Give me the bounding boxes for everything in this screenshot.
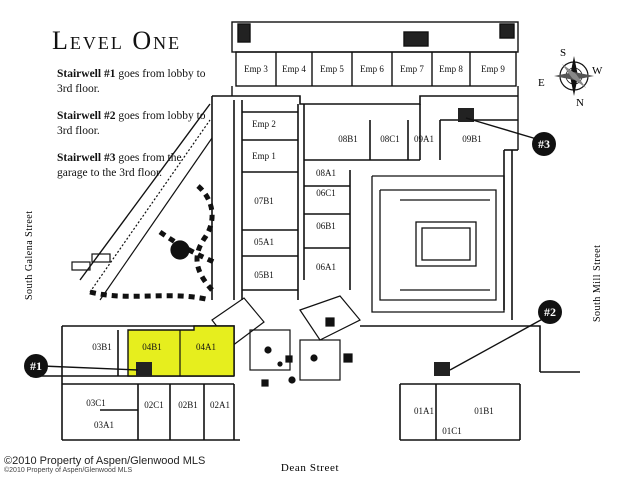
unit-u04a1: 04A1: [196, 342, 216, 352]
note-3-text: goes from the garage to the 3rd floor.: [57, 152, 182, 179]
unit-u02b1: 02B1: [178, 400, 198, 410]
unit-top-1: Emp 4: [282, 64, 306, 74]
unit-u08c1: 08C1: [380, 134, 400, 144]
copyright-small: ©2010 Property of Aspen/Glenwood MLS: [4, 467, 133, 474]
stairwell-2-label: #2: [544, 305, 556, 319]
note-stairwell-2: Stairwell #2 goes from lobby to 3rd floo…: [57, 109, 207, 139]
unit-top-0: Emp 3: [244, 64, 268, 74]
stairwell-1-symbol: [136, 362, 152, 376]
unit-u03b1: 03B1: [92, 342, 112, 352]
unit-u02c1: 02C1: [144, 400, 164, 410]
unit-u06a1: 06A1: [316, 262, 336, 272]
unit-u06c1: 06C1: [316, 188, 336, 198]
unit-u04b1: 04B1: [142, 342, 162, 352]
unit-top-6: Emp 9: [481, 64, 505, 74]
unit-u05a1: 05A1: [254, 237, 274, 247]
courtyard-pool: [371, 175, 505, 313]
unit-emp1: Emp 1: [252, 151, 276, 161]
unit-top-2: Emp 5: [320, 64, 344, 74]
unit-u06b1: 06B1: [316, 221, 336, 231]
pointer-1: [41, 365, 139, 371]
compass-rose: S W E N: [538, 47, 603, 109]
street-east: South Mill Street: [592, 245, 603, 322]
unit-u08a1: 08A1: [316, 168, 336, 178]
central-lobby: [211, 295, 361, 387]
street-south: Dean Street: [281, 462, 339, 474]
page-title: Level One: [52, 26, 182, 55]
note-2-text: goes from lobby to 3rd floor.: [57, 110, 206, 137]
unit-u01a1: 01A1: [414, 406, 434, 416]
stairwell-1-label: #1: [30, 359, 42, 373]
note-stairwell-3: Stairwell #3 goes from the garage to the…: [57, 151, 207, 181]
unit-labels: Emp 3 Emp 4 Emp 5 Emp 6 Emp 7 Emp 8 Emp 9 Emp 2…: [86, 64, 505, 436]
note-3-bold: Stairwell #3: [57, 152, 116, 164]
pointer-2: [449, 315, 549, 371]
unit-u09a1: 09A1: [414, 134, 434, 144]
unit-u01c1: 01C1: [442, 426, 462, 436]
unit-u05b1: 05B1: [254, 270, 274, 280]
note-1-bold: Stairwell #1: [57, 68, 116, 80]
stairwell-markers: #1 #2 #3: [24, 132, 562, 378]
unit-u07b1: 07B1: [254, 196, 274, 206]
unit-u01b1: 01B1: [474, 406, 494, 416]
compass-w: W: [592, 65, 603, 77]
note-1-text: goes from lobby to 3rd floor.: [57, 68, 206, 95]
unit-top-3: Emp 6: [360, 64, 384, 74]
emp-strip: [231, 21, 519, 150]
note-stairwell-1: Stairwell #1 goes from lobby to 3rd floo…: [57, 67, 207, 97]
unit-top-5: Emp 8: [439, 64, 463, 74]
unit-u03c1: 03C1: [86, 398, 106, 408]
street-west: South Galena Street: [24, 211, 35, 300]
unit-emp2: Emp 2: [252, 119, 276, 129]
compass-e: E: [538, 77, 545, 89]
unit-top-4: Emp 7: [400, 64, 424, 74]
unit-u09b1: 09B1: [462, 134, 482, 144]
unit-u03a1: 03A1: [94, 420, 114, 430]
unit-u02a1: 02A1: [210, 400, 230, 410]
unit-u08b1: 08B1: [338, 134, 358, 144]
highlighted-units[interactable]: [127, 325, 235, 377]
compass-s: S: [560, 47, 566, 59]
stairwell-2-symbol: [434, 362, 450, 376]
copyright: ©2010 Property of Aspen/Glenwood MLS: [4, 455, 206, 467]
compass-n: N: [576, 97, 584, 109]
garden-features: [71, 103, 213, 301]
building-outline: [211, 95, 518, 320]
pointer-3: [465, 117, 541, 141]
note-2-bold: Stairwell #2: [57, 110, 116, 122]
stairwell-3-label: #3: [538, 137, 550, 151]
